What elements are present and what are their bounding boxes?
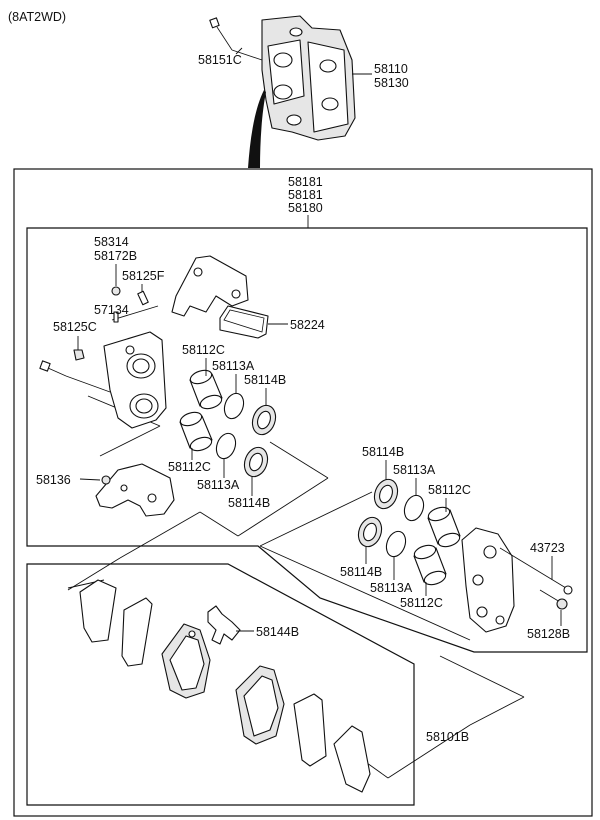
label-58125C: 58125C bbox=[53, 320, 97, 334]
label-58181-a: 58181 bbox=[288, 175, 323, 189]
brake-pad-shim-1 bbox=[121, 597, 153, 667]
seal-right-a-icon bbox=[403, 494, 425, 522]
label-right-58112C-b: 58112C bbox=[400, 596, 443, 610]
label-58144B: 58144B bbox=[256, 625, 299, 639]
label-right-58112C-a: 58112C bbox=[428, 483, 471, 497]
caliper-kit-frame bbox=[26, 227, 588, 653]
bolt-upper-icon bbox=[209, 17, 263, 61]
label-58224: 58224 bbox=[290, 318, 325, 332]
seal-left-a-icon bbox=[223, 392, 245, 420]
brake-pad-2 bbox=[235, 665, 285, 745]
mounting-bracket-top bbox=[171, 255, 249, 317]
caliper-assembly-top-illustration bbox=[261, 15, 356, 141]
label-left-58112C-b: 58112C bbox=[168, 460, 211, 474]
pad-kit-frame bbox=[26, 563, 415, 806]
assembly-frame bbox=[13, 168, 593, 817]
label-58180: 58180 bbox=[288, 201, 323, 215]
mounting-bracket-bottom bbox=[95, 463, 175, 517]
label-58128B: 58128B bbox=[527, 627, 570, 641]
brake-pad-backing-1 bbox=[79, 579, 117, 643]
label-58181-b: 58181 bbox=[288, 188, 323, 202]
variant-title: (8AT2WD) bbox=[8, 10, 66, 24]
label-58136: 58136 bbox=[36, 473, 71, 487]
label-right-58113A-a: 58113A bbox=[393, 463, 436, 477]
shim-plate bbox=[219, 305, 269, 339]
label-right-58114B-b: 58114B bbox=[340, 565, 382, 579]
pointer-arrow-icon bbox=[248, 90, 266, 168]
label-58101B: 58101B bbox=[426, 730, 469, 744]
label-left-58112C-a: 58112C bbox=[182, 343, 225, 357]
assembly-guide-lines bbox=[67, 305, 525, 779]
bolt-left-icon bbox=[39, 360, 111, 393]
anti-rattle-clip-icon bbox=[207, 605, 241, 645]
label-left-58114B-b: 58114B bbox=[228, 496, 270, 510]
label-58172B: 58172B bbox=[94, 249, 137, 263]
label-58151C: 58151C bbox=[198, 53, 242, 67]
caliper-body-left bbox=[103, 331, 167, 429]
bleeder-screw-icon bbox=[73, 286, 149, 361]
label-58125F: 58125F bbox=[122, 269, 165, 283]
label-57134: 57134 bbox=[94, 303, 129, 317]
seal-left-b-icon bbox=[215, 432, 237, 460]
bolt-right-icon bbox=[539, 589, 568, 610]
label-left-58113A-b: 58113A bbox=[197, 478, 240, 492]
label-58130: 58130 bbox=[374, 76, 409, 90]
label-left-58114B-a: 58114B bbox=[244, 373, 286, 387]
slide-pin-right-icon bbox=[499, 547, 573, 595]
piston-right-b bbox=[413, 544, 447, 586]
label-left-58113A-a: 58113A bbox=[212, 359, 255, 373]
label-58110: 58110 bbox=[374, 62, 408, 76]
caliper-body-right bbox=[461, 527, 515, 633]
brake-pad-backing-2 bbox=[333, 725, 371, 793]
brake-pad-shim-2 bbox=[293, 693, 327, 767]
seal-right-b-icon bbox=[385, 530, 407, 558]
label-58314: 58314 bbox=[94, 235, 129, 249]
label-right-58113A-b: 58113A bbox=[370, 581, 413, 595]
label-43723: 43723 bbox=[530, 541, 565, 555]
brake-pad-1 bbox=[161, 623, 211, 699]
piston-left-b bbox=[179, 411, 213, 452]
piston-right-a bbox=[427, 506, 461, 548]
label-right-58114B-a: 58114B bbox=[362, 445, 404, 459]
